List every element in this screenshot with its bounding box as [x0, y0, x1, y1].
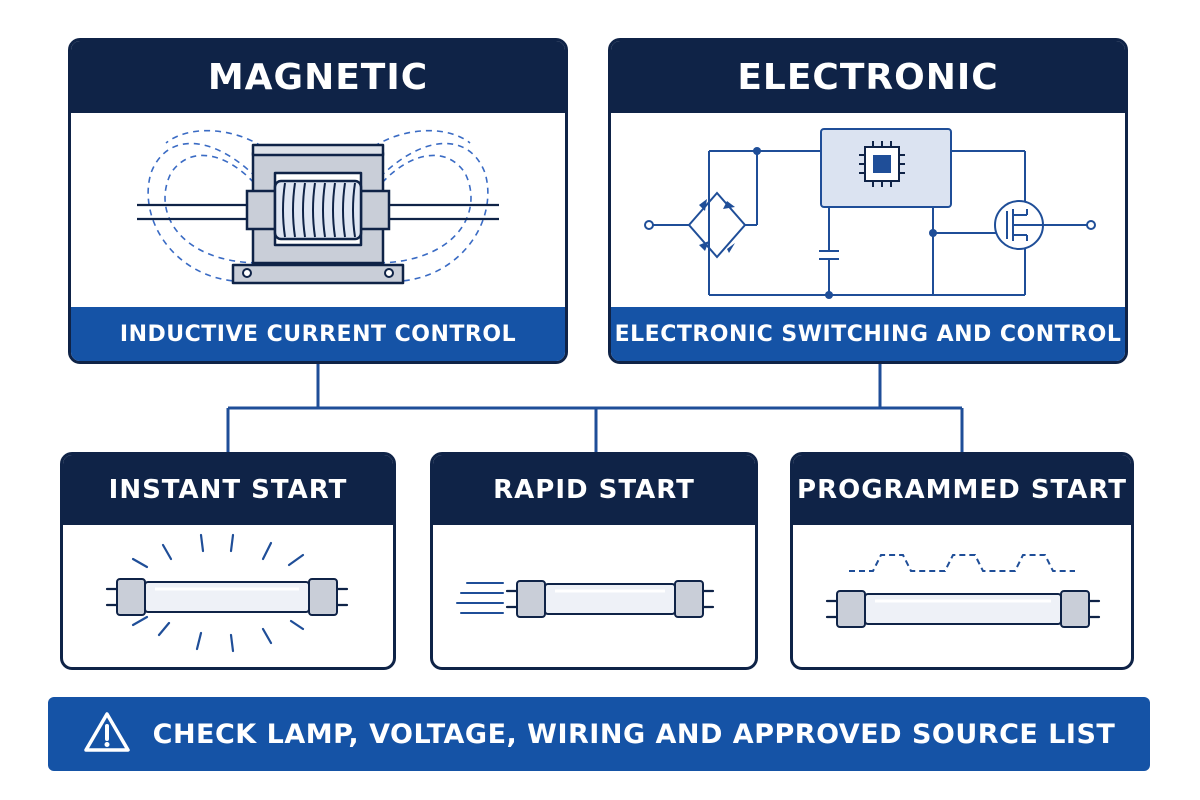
programmed-start-card: PROGRAMMED START	[790, 452, 1134, 670]
instant-start-header: INSTANT START	[63, 455, 393, 525]
flashing-lamp-icon	[63, 525, 393, 667]
magnetic-title: MAGNETIC	[207, 56, 429, 98]
electronic-card-caption: ELECTRONIC SWITCHING AND CONTROL	[611, 307, 1125, 361]
magnetic-card: MAGNETIC	[68, 38, 568, 364]
magnetic-card-header: MAGNETIC	[71, 41, 565, 113]
rapid-start-title: RAPID START	[493, 475, 695, 505]
instant-start-card: INSTANT START	[60, 452, 396, 670]
electronic-ballast-circuit-icon	[611, 113, 1125, 307]
programmed-start-title: PROGRAMMED START	[797, 475, 1127, 505]
magnetic-ballast-coil-icon	[71, 113, 565, 307]
electronic-caption: ELECTRONIC SWITCHING AND CONTROL	[614, 321, 1122, 347]
rapid-start-header: RAPID START	[433, 455, 755, 525]
moving-lamp-icon	[433, 525, 755, 667]
warning-banner: CHECK LAMP, VOLTAGE, WIRING AND APPROVED…	[48, 697, 1150, 771]
electronic-card-header: ELECTRONIC	[611, 41, 1125, 113]
rapid-start-card: RAPID START	[430, 452, 758, 670]
warning-text: CHECK LAMP, VOLTAGE, WIRING AND APPROVED…	[152, 718, 1116, 750]
electronic-title: ELECTRONIC	[737, 56, 999, 98]
warning-triangle-icon	[83, 711, 131, 757]
magnetic-caption: INDUCTIVE CURRENT CONTROL	[119, 321, 517, 347]
instant-start-title: INSTANT START	[108, 475, 348, 505]
pulsed-lamp-icon	[793, 525, 1131, 667]
programmed-start-header: PROGRAMMED START	[793, 455, 1131, 525]
magnetic-card-caption: INDUCTIVE CURRENT CONTROL	[71, 307, 565, 361]
electronic-card: ELECTRONIC	[608, 38, 1128, 364]
